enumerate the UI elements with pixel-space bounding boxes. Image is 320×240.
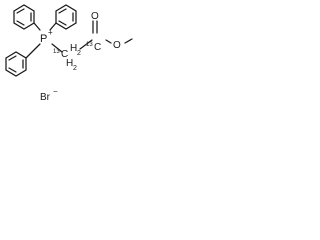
alpha-hydrogen-label: H xyxy=(70,43,77,54)
carbonyl-carbon-mass-number: 13 xyxy=(86,42,93,48)
carbonyl-oxygen-label: O xyxy=(91,11,99,22)
phosphorus-label: P xyxy=(40,33,47,45)
phenyl-ring-lower-left xyxy=(5,51,27,77)
bromide-label: Br xyxy=(40,92,51,103)
chemical-structure: P + 13 C H 2 H 2 13 C O O Br − xyxy=(5,4,133,103)
bond-ester-methyl xyxy=(124,38,133,44)
phosphorus-charge: + xyxy=(48,28,53,37)
alpha-hydrogen-label-lower: H xyxy=(66,58,73,69)
ester-oxygen-label: O xyxy=(113,40,121,51)
alpha-hydrogen-count-lower: 2 xyxy=(73,65,77,72)
bond-p-ring-upper-middle xyxy=(49,22,57,31)
alpha-carbon-mass-number: 13 xyxy=(53,49,60,55)
bromide-charge: − xyxy=(53,87,58,96)
phenyl-ring-upper-middle xyxy=(55,4,77,30)
carbonyl-carbon-label: C xyxy=(94,42,101,53)
bond-carbonyl-ester-oxygen xyxy=(105,39,112,44)
bond-p-ring-lower-left xyxy=(25,43,41,59)
phenyl-ring-upper-left xyxy=(13,4,35,30)
alpha-hydrogen-count: 2 xyxy=(77,50,81,57)
bond-alpha-carbonyl xyxy=(79,39,93,50)
bond-p-ring-upper-left xyxy=(33,22,41,31)
alpha-carbon-label: C xyxy=(61,49,68,60)
bond-p-alpha-carbon xyxy=(51,43,63,53)
